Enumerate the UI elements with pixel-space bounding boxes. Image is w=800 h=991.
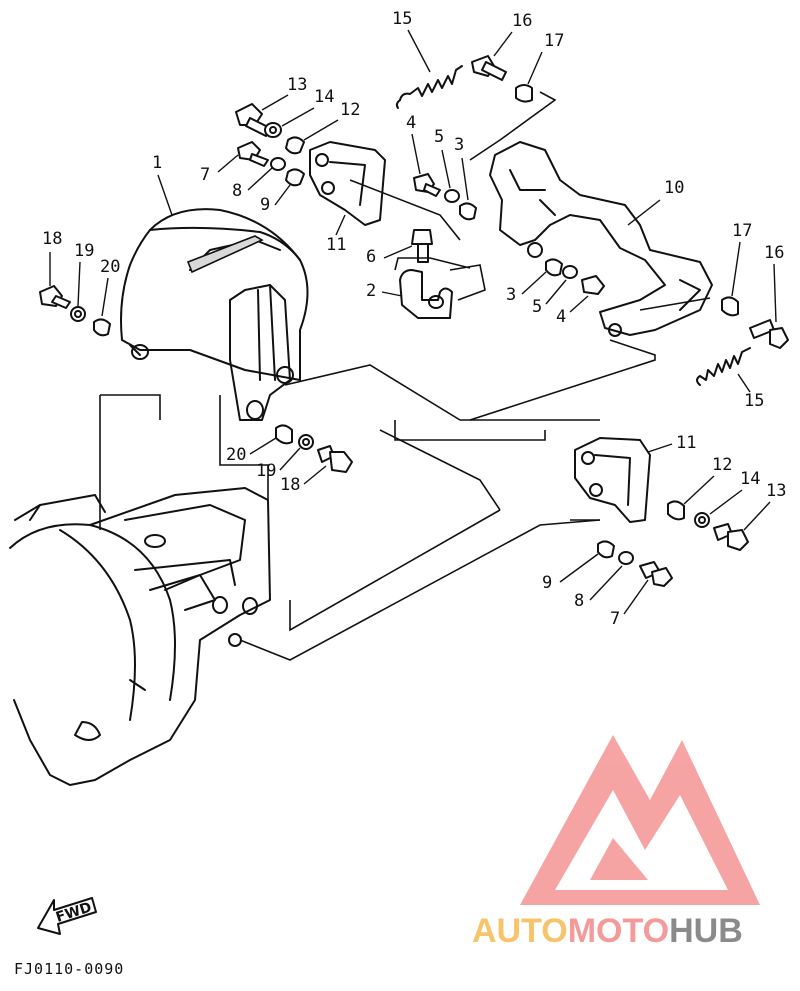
callout-13-lower: 13 xyxy=(766,481,786,501)
callout-5-lower: 5 xyxy=(532,297,542,317)
callout-6: 6 xyxy=(366,247,376,267)
callout-20-lower: 20 xyxy=(226,445,246,465)
callout-19-upper: 19 xyxy=(74,241,94,261)
part-11-plate-lower xyxy=(574,437,651,523)
engine-lower-case xyxy=(9,487,271,786)
callout-8-lower: 8 xyxy=(574,591,584,611)
upper-left-fasteners xyxy=(235,103,305,187)
callout-5-upper: 5 xyxy=(434,127,444,147)
watermark-auto: AUTO xyxy=(472,912,568,950)
callout-20-upper: 20 xyxy=(100,257,120,277)
callout-11-upper: 11 xyxy=(326,235,346,255)
callout-11-lower: 11 xyxy=(676,433,696,453)
callout-12-upper: 12 xyxy=(340,100,360,120)
callout-17-upper: 17 xyxy=(544,31,564,51)
callout-18-lower: 18 xyxy=(280,475,300,495)
callout-7-upper: 7 xyxy=(200,165,210,185)
upper-spring-assembly xyxy=(395,55,533,109)
callout-4-lower: 4 xyxy=(556,307,566,327)
lower-right-fasteners xyxy=(667,500,749,551)
watermark-hub: HUB xyxy=(669,912,743,950)
callout-10: 10 xyxy=(664,178,684,198)
callout-16-lower: 16 xyxy=(764,243,784,263)
part-10-steering-bracket xyxy=(489,141,713,337)
upper-center-fasteners xyxy=(413,173,477,221)
callout-3-lower: 3 xyxy=(506,285,516,305)
diagram-code: FJ0110-0090 xyxy=(14,960,124,978)
callout-14-upper: 14 xyxy=(314,87,334,107)
callout-18-upper: 18 xyxy=(42,229,62,249)
callout-17-lower: 17 xyxy=(732,221,752,241)
callout-9-upper: 9 xyxy=(260,195,270,215)
part-11-plate-upper xyxy=(309,141,386,226)
svg-text:AUTOMOTOHUB: AUTOMOTOHUB xyxy=(472,912,743,950)
callout-7-lower: 7 xyxy=(610,609,620,629)
callout-4-upper: 4 xyxy=(406,113,416,133)
lower-spring-assembly xyxy=(696,296,789,386)
part-2-clamp xyxy=(399,269,453,319)
watermark-logo xyxy=(520,735,760,905)
callout-12-lower: 12 xyxy=(712,455,732,475)
watermark-moto: MOTO xyxy=(568,912,669,950)
left-fasteners xyxy=(39,285,111,337)
callout-1: 1 xyxy=(152,153,162,173)
assembly-guide-lines xyxy=(99,91,711,661)
callout-15-upper: 15 xyxy=(392,9,412,29)
callout-14-lower: 14 xyxy=(740,469,760,489)
callout-13-upper: 13 xyxy=(287,75,307,95)
watermark-text: AUTOMOTOHUB xyxy=(472,912,743,950)
part-1-mount-cover xyxy=(120,208,309,421)
lower-fasteners-9-8-7 xyxy=(597,540,673,587)
fwd-label: FWD xyxy=(54,899,94,926)
fwd-arrow: FWD xyxy=(37,897,97,935)
callout-2: 2 xyxy=(366,281,376,301)
callout-9-lower: 9 xyxy=(542,573,552,593)
center-fasteners xyxy=(275,424,353,473)
callout-8-upper: 8 xyxy=(232,181,242,201)
callout-3-upper: 3 xyxy=(454,135,464,155)
callout-15-lower: 15 xyxy=(744,391,764,411)
callout-19-lower: 19 xyxy=(256,461,276,481)
right-center-fasteners xyxy=(545,258,605,295)
callout-16-upper: 16 xyxy=(512,11,532,31)
